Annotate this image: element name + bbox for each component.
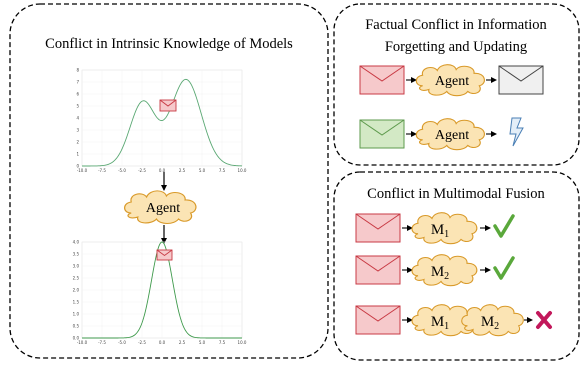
model-label: M2 bbox=[431, 264, 449, 282]
y-tick-label: 4 bbox=[76, 116, 79, 121]
x-tick-label: 7.5 bbox=[219, 340, 226, 345]
x-tick-label: 2.5 bbox=[179, 340, 186, 345]
x-tick-label: -5.0 bbox=[118, 340, 126, 345]
envelope-icon bbox=[355, 255, 401, 285]
x-tick-label: -2.5 bbox=[138, 340, 146, 345]
envelope-icon bbox=[498, 65, 544, 95]
agent-label: Agent bbox=[146, 201, 180, 216]
x-tick-label: -10.0 bbox=[77, 168, 88, 173]
intrinsic-knowledge-title: Conflict in Intrinsic Knowledge of Model… bbox=[45, 36, 293, 52]
unimodal-curve bbox=[82, 241, 242, 339]
x-tick-label: 2.5 bbox=[179, 168, 186, 173]
envelope-icon bbox=[156, 249, 173, 261]
y-tick-label: 8 bbox=[76, 68, 79, 73]
x-tick-label: 0.0 bbox=[159, 340, 166, 345]
x-tick-label: 10.0 bbox=[238, 168, 247, 173]
envelope-icon bbox=[355, 305, 401, 335]
x-tick-label: -10.0 bbox=[77, 340, 88, 345]
x-tick-label: 0.0 bbox=[159, 168, 166, 173]
y-tick-label: 1.0 bbox=[73, 312, 80, 317]
envelope-icon bbox=[359, 65, 405, 95]
y-tick-label: 0.0 bbox=[73, 336, 80, 341]
y-tick-label: 3.5 bbox=[73, 252, 80, 257]
x-tick-label: -7.5 bbox=[98, 340, 106, 345]
y-tick-label: 5 bbox=[76, 104, 79, 109]
y-tick-label: 0 bbox=[76, 164, 79, 169]
envelope-icon bbox=[159, 99, 177, 112]
agent-label: Agent bbox=[435, 128, 469, 143]
y-tick-label: 6 bbox=[76, 92, 79, 97]
agent-label: Agent bbox=[435, 74, 469, 89]
x-tick-label: 7.5 bbox=[219, 168, 226, 173]
factual-conflict-title-line2: Forgetting and Updating bbox=[385, 39, 527, 55]
model-label: M1 bbox=[431, 222, 449, 240]
x-tick-label: 5.0 bbox=[199, 168, 206, 173]
cross-icon bbox=[536, 311, 552, 329]
intrinsic-knowledge-panel bbox=[9, 3, 329, 359]
envelope-icon bbox=[359, 119, 405, 149]
factual-conflict-panel bbox=[333, 3, 580, 166]
y-tick-label: 2 bbox=[76, 140, 79, 145]
check-icon bbox=[493, 256, 515, 280]
x-tick-label: -2.5 bbox=[138, 168, 146, 173]
y-tick-label: 3 bbox=[76, 128, 79, 133]
model-label: M1 bbox=[431, 314, 449, 332]
y-tick-label: 2.5 bbox=[73, 276, 80, 281]
factual-conflict-title-line1: Factual Conflict in Information bbox=[365, 17, 547, 33]
check-icon bbox=[493, 214, 515, 238]
x-tick-label: 5.0 bbox=[199, 340, 206, 345]
y-tick-label: 7 bbox=[76, 80, 79, 85]
lightning-icon bbox=[509, 117, 524, 147]
bimodal-curve bbox=[82, 78, 243, 167]
y-tick-label: 1 bbox=[76, 152, 79, 157]
y-tick-label: 2.0 bbox=[73, 288, 80, 293]
y-tick-label: 4.0 bbox=[73, 240, 80, 245]
x-tick-label: -5.0 bbox=[118, 168, 126, 173]
envelope-icon bbox=[355, 213, 401, 243]
multimodal-fusion-panel bbox=[333, 171, 580, 361]
x-tick-label: -7.5 bbox=[98, 168, 106, 173]
x-tick-label: 10.0 bbox=[238, 340, 247, 345]
y-tick-label: 3.0 bbox=[73, 264, 80, 269]
prior-distribution-plot: 0 1 2 3 4 5 6 7 8 -10.0 -7.5 -5.0 -2.5 0.0 2.5 5.0 7.5 1… bbox=[76, 68, 246, 174]
y-tick-label: 1.5 bbox=[73, 300, 80, 305]
model-label: M2 bbox=[481, 314, 499, 332]
y-tick-label: 0.5 bbox=[73, 324, 80, 329]
multimodal-fusion-title: Conflict in Multimodal Fusion bbox=[367, 186, 545, 202]
